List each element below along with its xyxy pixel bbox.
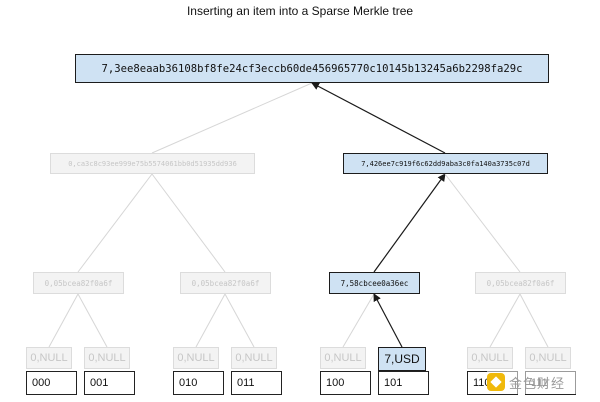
level2-node-1: 0,05bcea82f0a6f — [33, 272, 124, 294]
level1-node-left: 0,ca3c8c93ee999e75b5574061bb0d51935dd936 — [50, 153, 255, 174]
edge-l1r-l2c — [373, 173, 446, 273]
level2-node-4: 0,05bcea82f0a6f — [475, 272, 566, 294]
level1-node-label: 0,ca3c8c93ee999e75b5574061bb0d51935dd936 — [68, 159, 237, 168]
leaf-path-text: 000 — [32, 377, 51, 389]
leaf-value-001: 0,NULL — [84, 347, 130, 369]
leaf-value-000: 0,NULL — [26, 347, 72, 369]
leaf-value-text: 0,NULL — [471, 352, 509, 364]
edge-l2a-001 — [77, 293, 108, 348]
edge-l2b-011 — [224, 293, 255, 348]
leaf-value-text: 0,NULL — [177, 352, 215, 364]
leaf-path-text: 100 — [326, 377, 345, 389]
leaf-value-text: 0,NULL — [30, 352, 68, 364]
leaf-path-text: 101 — [384, 377, 403, 389]
root-node: 7,3ee8eaab36108bf8fe24cf3eccb60de4569657… — [75, 54, 549, 83]
edge-l1r-l2d — [444, 173, 521, 273]
watermark-logo: 金色财经 — [487, 370, 597, 394]
edge-l1l-l2b — [151, 173, 226, 273]
watermark-logo-icon — [487, 373, 505, 391]
leaf-value-111: 0,NULL — [525, 347, 571, 369]
level2-node-label: 0,05bcea82f0a6f — [44, 278, 113, 288]
level1-node-right: 7,426ee7c919f6c62dd9aba3c0fa140a3735c07d — [343, 153, 548, 174]
leaf-value-text: 7,USD — [384, 352, 420, 366]
leaf-value-101: 7,USD — [378, 347, 426, 371]
edge-l2c-101 — [373, 293, 403, 348]
leaf-path-011: 011 — [231, 371, 282, 395]
leaf-path-101: 101 — [378, 371, 429, 395]
leaf-value-text: 0,NULL — [529, 352, 567, 364]
leaf-path-100: 100 — [320, 371, 371, 395]
diagram-title: Inserting an item into a Sparse Merkle t… — [186, 4, 414, 18]
edge-root-left — [151, 82, 313, 154]
edge-l2d-111 — [519, 293, 549, 348]
watermark-text: 金色财经 — [509, 376, 566, 392]
leaf-path-000: 000 — [26, 371, 77, 395]
level2-node-3: 7,58cbcee0a36ec — [329, 272, 420, 294]
leaf-value-110: 0,NULL — [467, 347, 513, 369]
leaf-path-010: 010 — [173, 371, 224, 395]
level2-node-label: 7,58cbcee0a36ec — [340, 278, 409, 288]
leaf-value-text: 0,NULL — [324, 352, 362, 364]
leaf-value-100: 0,NULL — [320, 347, 366, 369]
leaf-path-001: 001 — [84, 371, 135, 395]
leaf-value-text: 0,NULL — [88, 352, 126, 364]
edge-l1l-l2a — [77, 173, 153, 273]
level2-node-label: 0,05bcea82f0a6f — [486, 278, 555, 288]
level2-node-label: 0,05bcea82f0a6f — [191, 278, 260, 288]
leaf-value-text: 0,NULL — [235, 352, 273, 364]
edge-l2b-010 — [195, 293, 226, 348]
edge-l2a-000 — [48, 293, 79, 348]
leaf-value-011: 0,NULL — [231, 347, 277, 369]
root-node-label: 7,3ee8eaab36108bf8fe24cf3eccb60de4569657… — [101, 62, 523, 75]
edge-root-right — [311, 82, 446, 154]
leaf-path-text: 011 — [237, 377, 255, 389]
level2-node-2: 0,05bcea82f0a6f — [180, 272, 271, 294]
level1-node-label: 7,426ee7c919f6c62dd9aba3c0fa140a3735c07d — [361, 159, 530, 168]
leaf-path-text: 010 — [179, 377, 198, 389]
edge-l2d-110 — [489, 293, 521, 348]
leaf-path-text: 001 — [90, 377, 109, 389]
leaf-value-010: 0,NULL — [173, 347, 219, 369]
edge-l2c-100 — [342, 293, 375, 348]
